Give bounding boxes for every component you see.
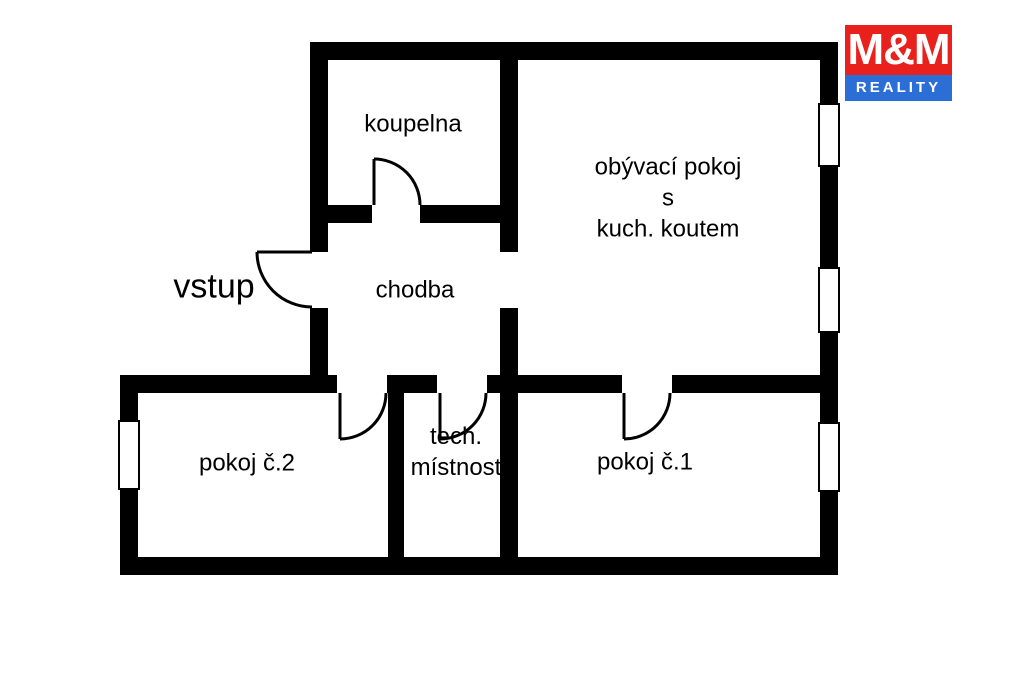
room-label-pokoj-2: pokoj č.2 bbox=[198, 449, 296, 477]
wall-bottom bbox=[120, 557, 838, 575]
wall-middle-segment-2 bbox=[387, 375, 437, 393]
window-living-room-1 bbox=[818, 103, 840, 167]
window-living-room-2 bbox=[818, 267, 840, 333]
door-arc-room1 bbox=[622, 392, 672, 441]
room-label-tech-line-2: místnost bbox=[410, 454, 502, 481]
wall-room2-tech bbox=[388, 393, 404, 557]
window-room1 bbox=[818, 422, 840, 492]
logo-mm-text: M&M bbox=[845, 25, 952, 75]
window-room2 bbox=[118, 420, 140, 490]
entrance-label: vstup bbox=[173, 267, 255, 306]
room-label-koupelna: koupelna bbox=[364, 110, 462, 138]
wall-left-upper bbox=[310, 42, 328, 252]
room-label-obyvaci-pokoj: obývací pokoj s kuch. koutem bbox=[595, 152, 742, 245]
wall-bathroom-bottom-segment-2 bbox=[420, 205, 518, 223]
wall-top bbox=[310, 42, 838, 60]
wall-tech-room1 bbox=[500, 393, 518, 557]
logo-reality-text: REALITY bbox=[845, 75, 952, 101]
door-arc-entrance bbox=[255, 250, 313, 309]
door-arc-room2 bbox=[338, 392, 388, 441]
room-label-obyvaci-line-2: s bbox=[661, 184, 674, 212]
wall-middle-segment-4 bbox=[672, 375, 838, 393]
wall-living-room-left-lower bbox=[500, 308, 518, 393]
room-label-pokoj-1: pokoj č.1 bbox=[596, 448, 694, 476]
mm-reality-logo: M&M REALITY bbox=[845, 25, 952, 101]
room-label-tech-mistnost: tech. místnost bbox=[411, 421, 502, 483]
wall-living-room-left-upper bbox=[500, 42, 518, 252]
wall-left-upper-below-entrance bbox=[310, 308, 328, 393]
wall-bathroom-bottom-segment-1 bbox=[328, 205, 372, 223]
room-label-chodba: chodba bbox=[375, 276, 455, 304]
room-label-obyvaci-line-1: obývací pokoj bbox=[594, 153, 742, 181]
wall-middle-segment-3 bbox=[487, 375, 622, 393]
wall-middle-segment-1 bbox=[120, 375, 337, 393]
door-arc-bathroom bbox=[372, 157, 422, 206]
room-label-tech-line-1: tech. bbox=[429, 423, 483, 450]
room-label-obyvaci-line-3: kuch. koutem bbox=[596, 215, 740, 243]
